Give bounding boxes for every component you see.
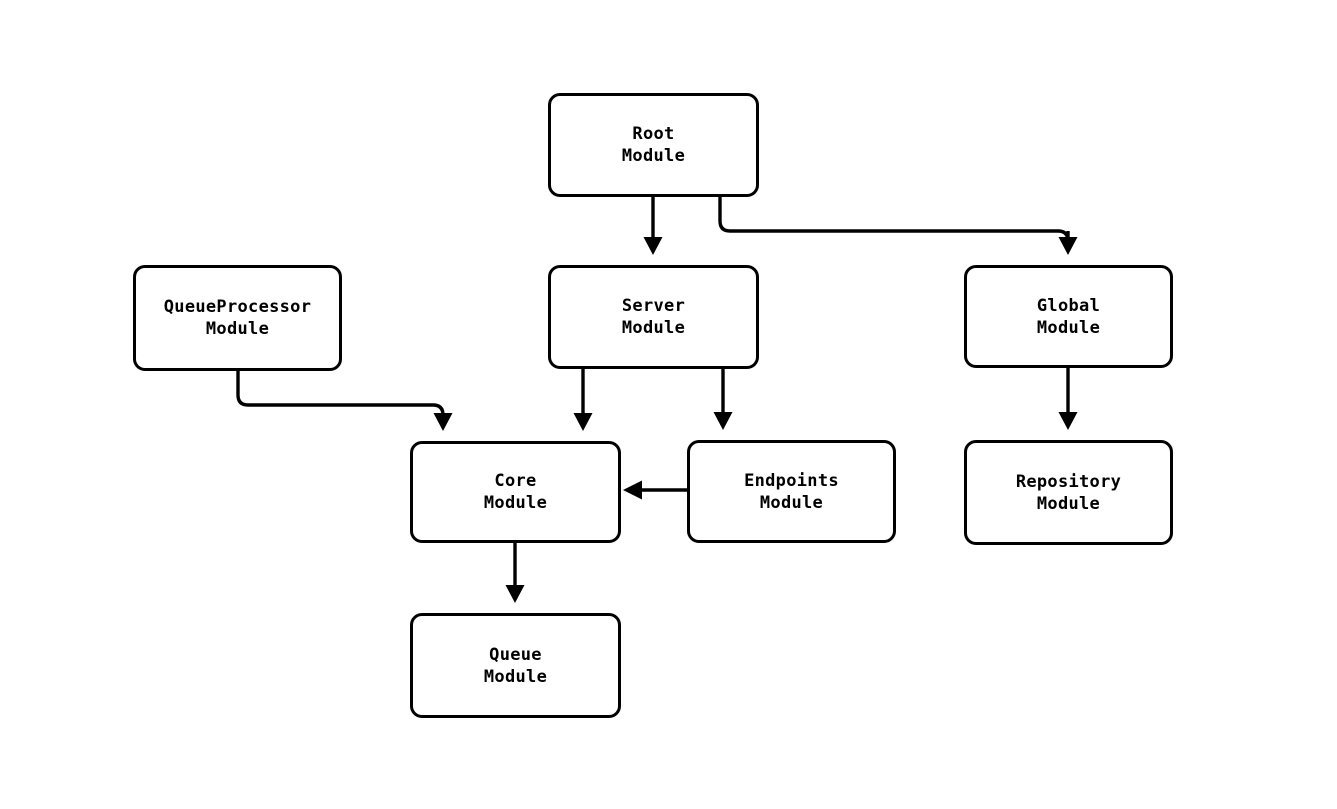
node-label-queueprocessor-module: QueueProcessor Module [163,297,312,339]
edge-queueprocessor-to-core [236,371,453,431]
edge-core-to-queue [505,543,525,603]
node-root-module[interactable]: Root Module [548,93,759,197]
edge-endpoints-to-core [623,480,687,500]
node-server-module[interactable]: Server Module [548,265,759,369]
edge-server-to-core [573,369,593,431]
node-label-root-module: Root Module [621,124,686,166]
node-label-endpoints-module: Endpoints Module [744,470,839,513]
node-queue-module[interactable]: Queue Module [410,613,621,718]
node-label-repository-module: Repository Module [1015,471,1122,514]
node-endpoints-module[interactable]: Endpoints Module [687,440,896,543]
node-queueprocessor-module[interactable]: QueueProcessor Module [133,265,342,371]
node-core-module[interactable]: Core Module [410,441,621,543]
edge-global-to-repository [1058,368,1078,430]
edge-server-to-endpoints [713,369,733,430]
node-repository-module[interactable]: Repository Module [964,440,1173,545]
node-global-module[interactable]: Global Module [964,265,1173,368]
node-label-server-module: Server Module [621,296,686,338]
node-label-queue-module: Queue Module [483,644,548,687]
node-label-global-module: Global Module [1036,295,1101,338]
node-label-core-module: Core Module [483,471,548,513]
edge-root-to-server [643,197,663,255]
edge-root-to-global [718,197,1078,255]
